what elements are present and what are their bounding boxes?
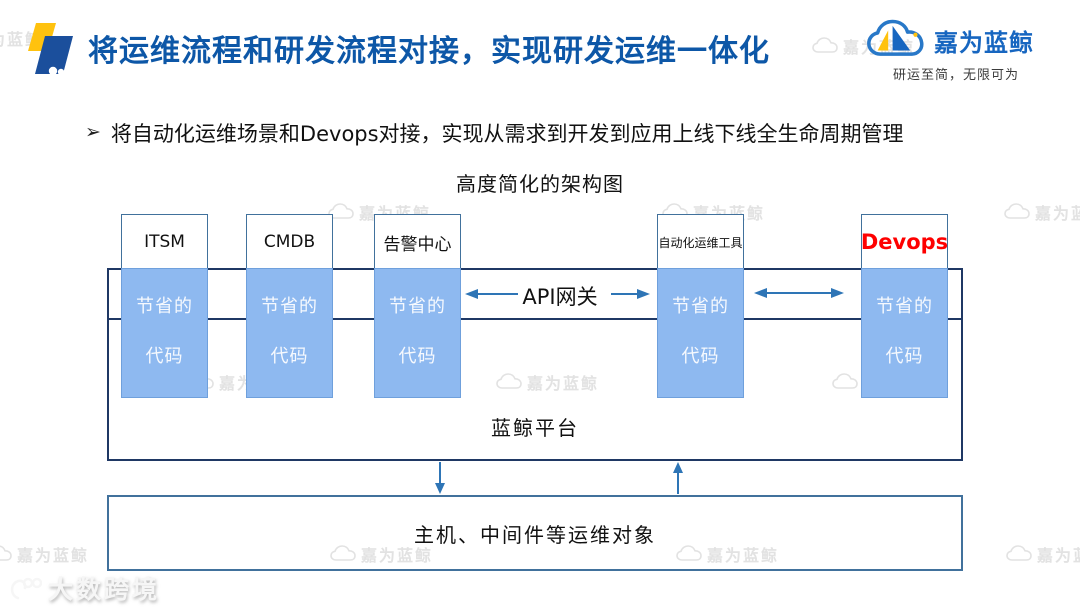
bullet-line: ➢ 将自动化运维场景和Devops对接，实现从需求到开发到应用上线下线全生命周期… [85, 118, 1005, 148]
bullet-marker-icon: ➢ [85, 121, 101, 143]
saved-code-box: 节省的代码 [246, 268, 333, 398]
brand-watermark: 嘉为蓝鲸 [1004, 200, 1080, 224]
brand-cloud-sail-icon [867, 19, 924, 56]
cloud-watermark-icon [0, 545, 12, 561]
page-title: 将运维流程和研发流程对接，实现研发运维一体化 [88, 34, 770, 69]
brand-watermark: 嘉为蓝鲸 [0, 542, 89, 566]
brand-logo: 嘉为蓝鲸 研运至简，无限可为 [866, 18, 1046, 83]
saved-code-box: 节省的代码 [657, 268, 744, 398]
brand-watermark: 嘉为蓝鲸 [330, 542, 433, 566]
cloud-watermark-icon [496, 373, 522, 389]
box-itsm: ITSM [121, 214, 208, 270]
api-gateway-band-divider [107, 318, 963, 320]
saved-code-box: 节省的代码 [861, 268, 948, 398]
saved-code-box: 节省的代码 [121, 268, 208, 398]
box-auto-ops-tools: 自动化运维工具 [657, 214, 744, 270]
api-gateway-label: API网关 [522, 285, 598, 309]
cloud-watermark-icon [662, 203, 688, 219]
slide-bullet-icon [28, 23, 73, 76]
cloud-watermark-icon [812, 37, 838, 53]
blueking-platform-label: 蓝鲸平台 [491, 416, 579, 440]
cloud-watermark-icon [676, 545, 702, 561]
cloud-watermark-icon [328, 203, 354, 219]
cloud-watermark-icon [832, 373, 858, 389]
platform-up-arrow [673, 462, 683, 494]
brand-tagline: 研运至简，无限可为 [892, 68, 1019, 83]
brand-watermark: 嘉为蓝鲸 [676, 542, 779, 566]
ops-objects-label: 主机、中间件等运维对象 [414, 522, 656, 547]
brand-watermark: 嘉为蓝鲸 [1006, 542, 1080, 566]
cloud-watermark-icon [1006, 545, 1032, 561]
site-watermark: 大数跨境 [8, 570, 160, 606]
box-alarm-center: 告警中心 [374, 214, 461, 270]
site-watermark-100-icon [10, 577, 42, 600]
blueking-platform-container [107, 268, 963, 461]
cloud-watermark-icon [1004, 203, 1030, 219]
box-devops: Devops [861, 214, 948, 270]
ops-objects-box: 主机、中间件等运维对象 [107, 495, 963, 571]
brand-name: 嘉为蓝鲸 [934, 28, 1034, 57]
brand-watermark: 嘉为蓝鲸 [496, 370, 599, 394]
saved-code-box: 节省的代码 [374, 268, 461, 398]
platform-down-arrow [435, 462, 445, 494]
cloud-watermark-icon [330, 545, 356, 561]
diagram-subtitle: 高度简化的架构图 [456, 172, 624, 196]
box-cmdb: CMDB [246, 214, 333, 270]
bullet-text: 将自动化运维场景和Devops对接，实现从需求到开发到应用上线下线全生命周期管理 [110, 122, 904, 146]
